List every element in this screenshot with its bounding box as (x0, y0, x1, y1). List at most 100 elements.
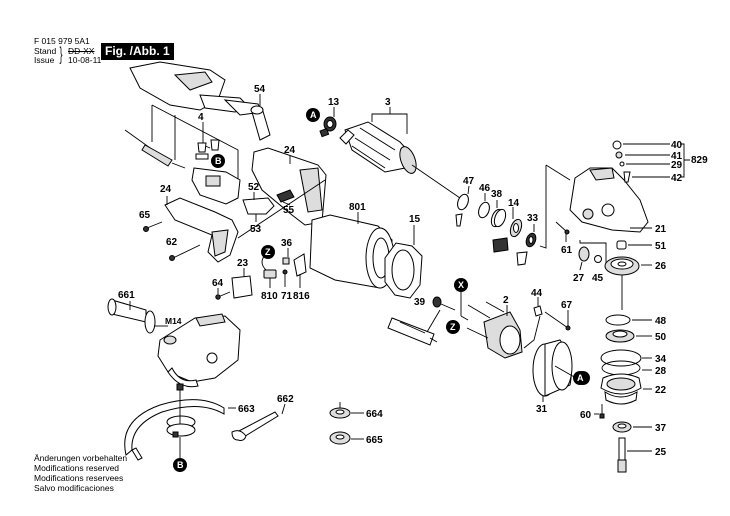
lock-button-set (612, 140, 631, 183)
auxiliary-handle-661 (107, 298, 156, 334)
flange-665 (329, 431, 351, 445)
ring-38 (490, 208, 507, 228)
part-label-662: 662 (277, 394, 294, 405)
part-label-33: 33 (527, 213, 539, 224)
screw-61 (555, 221, 570, 235)
part-label-39: 39 (414, 297, 426, 308)
part-label-37: 37 (655, 423, 667, 434)
part-label-829: 829 (691, 155, 708, 166)
bearing-14 (492, 218, 523, 253)
bearing-39 (432, 296, 456, 311)
leader-lines-829 (623, 143, 690, 178)
field-coil-2 (466, 301, 523, 359)
modification-notes: Änderungen vorbehalten Modifications res… (34, 453, 127, 493)
spindle-25 (617, 437, 627, 473)
part-label-21: 21 (655, 224, 667, 235)
screw-64 (215, 291, 231, 300)
motor-housing-801 (309, 214, 395, 289)
part-label-34: 34 (655, 354, 667, 365)
figure-label: Fig. /Abb. 1 (101, 43, 174, 60)
flange-664 (329, 402, 351, 419)
part-label-51: 51 (655, 241, 667, 252)
part-label-665: 665 (366, 435, 383, 446)
part-label-67: 67 (561, 300, 573, 311)
svg-text:Z: Z (450, 322, 456, 332)
switch-cover (129, 61, 263, 116)
part-label-4: 4 (198, 112, 204, 123)
gear-head (157, 313, 241, 391)
capacitor-810 (261, 253, 277, 288)
part-label-52: 52 (248, 182, 260, 193)
part-label-40: 40 (671, 140, 683, 151)
stand-value: DD-XX (68, 46, 95, 56)
assembly-line (237, 179, 326, 239)
part-label-664: 664 (366, 409, 383, 420)
bevel-gear-26 (604, 256, 640, 276)
washer-45 (594, 255, 602, 263)
reference-marker-z: Z (446, 320, 460, 334)
note-line: Modifications reservees (34, 473, 124, 483)
part-label-29: 29 (671, 160, 683, 171)
cover-plate-23 (231, 275, 253, 299)
part-label-41: 41 (671, 151, 683, 162)
part-label-36: 36 (281, 238, 293, 249)
svg-text:X: X (458, 280, 464, 290)
part-label-661: 661 (118, 290, 135, 301)
circlip-48 (605, 314, 631, 326)
part-label-47: 47 (463, 176, 475, 187)
slider-52-53 (242, 192, 275, 222)
wheel-guard-663 (124, 399, 225, 461)
note-line: Modifications reserved (34, 463, 120, 473)
terminal-36 (282, 257, 290, 265)
screw-60 (599, 404, 605, 419)
part-label-50: 50 (655, 332, 667, 343)
gear-housing-21 (569, 167, 649, 233)
reference-marker-z: Z (261, 245, 275, 259)
leader-line (460, 315, 469, 321)
part-label-25: 25 (655, 447, 667, 458)
part-label-27: 27 (573, 273, 585, 284)
part-label-64: 64 (212, 278, 224, 289)
issue-date: 10-08-11 (68, 55, 102, 65)
part-label-46: 46 (479, 183, 491, 194)
part-label-31: 31 (536, 404, 548, 415)
part-label-14: 14 (508, 198, 520, 209)
part-label-26: 26 (655, 261, 667, 272)
switch-body (191, 167, 241, 205)
part-label-2: 2 (503, 295, 509, 306)
part-label-810: 810 (261, 291, 278, 302)
leader-line (281, 403, 286, 415)
part-label-42: 42 (671, 173, 683, 184)
reference-marker-a: A (573, 371, 587, 385)
leader-line (467, 185, 470, 195)
part-label-38: 38 (491, 189, 503, 200)
reference-marker-x: X (454, 278, 468, 292)
power-cord (124, 129, 186, 169)
assembly-line (539, 164, 571, 249)
part-label-48: 48 (655, 316, 667, 327)
part-label-24: 24 (284, 145, 296, 156)
note-line: Änderungen vorbehalten (34, 453, 128, 463)
part-label-45: 45 (592, 273, 604, 284)
grease-tube (387, 309, 441, 346)
screws-4 (195, 122, 220, 160)
part-label-71: 71 (281, 291, 293, 302)
part-label-m14: M14 (165, 316, 182, 326)
bracket-3 (371, 107, 408, 134)
part-label-65: 65 (139, 210, 151, 221)
bracket-816 (293, 253, 307, 277)
part-label-801: 801 (349, 202, 366, 213)
gear-27 (578, 246, 590, 262)
part-label-23: 23 (237, 258, 249, 269)
bearing-33 (516, 232, 537, 266)
part-label-28: 28 (655, 366, 667, 377)
switch-lever-54 (250, 105, 271, 141)
ring-31 (532, 339, 577, 397)
screw-67 (544, 311, 571, 331)
part-label-61: 61 (561, 245, 573, 256)
assembly-line (579, 240, 607, 268)
part-label-15: 15 (409, 214, 421, 225)
part-label-663: 663 (238, 404, 255, 415)
reference-marker-b: B (173, 458, 187, 472)
